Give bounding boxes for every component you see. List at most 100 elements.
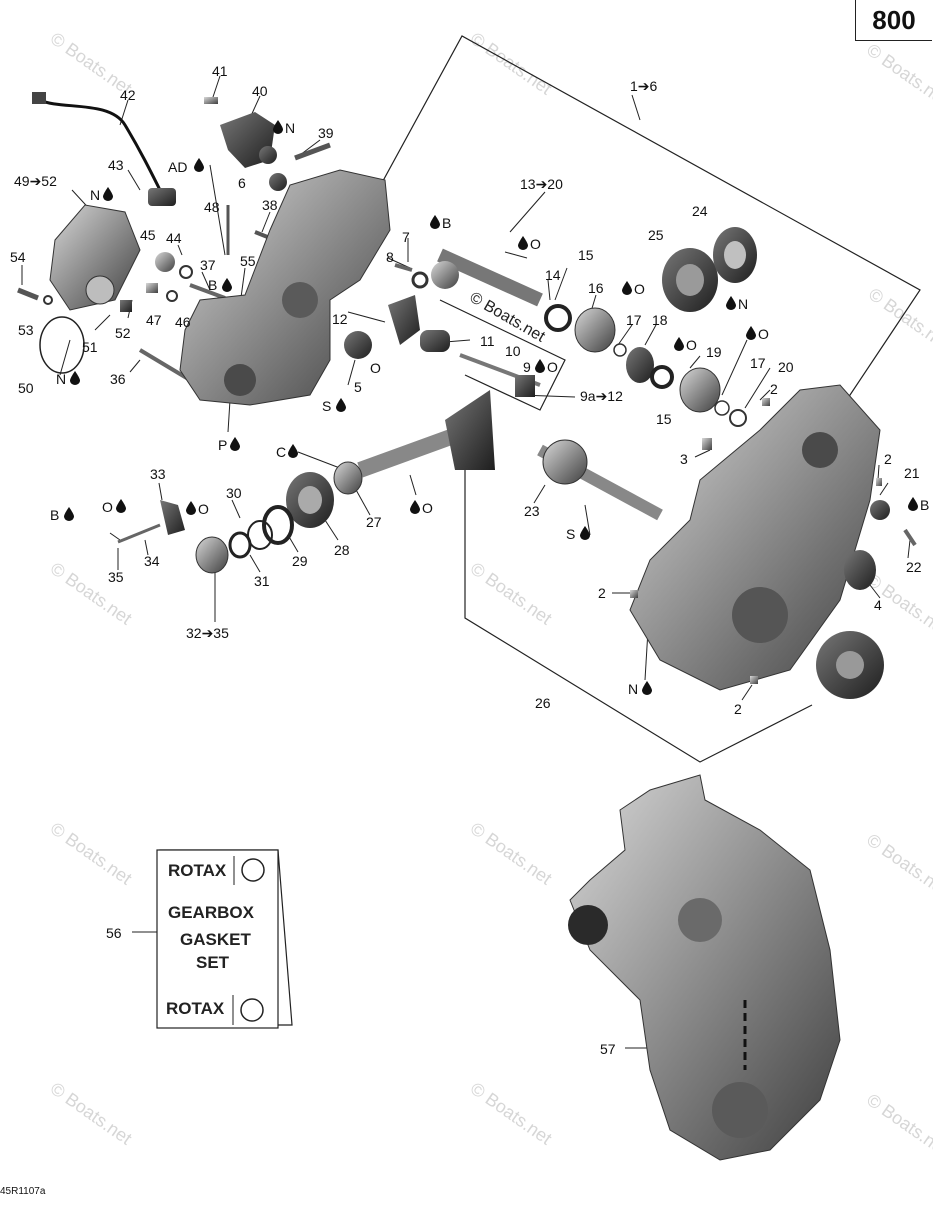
- callout: 53: [18, 322, 34, 338]
- callout: 54: [10, 249, 26, 265]
- watermark: © Boats.net: [865, 284, 933, 354]
- gasket-title-2: GASKET: [180, 930, 251, 949]
- shift-actuator: [49, 204, 141, 311]
- assembly-outline: [377, 35, 921, 763]
- callout: 29: [292, 553, 308, 569]
- callout: 23: [524, 503, 540, 519]
- callout: 26: [535, 695, 551, 711]
- watermark: © Boats.net: [863, 830, 933, 900]
- watermark: © Boats.net: [467, 558, 556, 628]
- callout: 19: [706, 344, 722, 360]
- callout: O: [198, 501, 209, 517]
- callout: 4: [874, 597, 882, 613]
- callout: 36: [110, 371, 126, 387]
- callout: B: [208, 277, 217, 293]
- callout: O: [530, 236, 541, 252]
- callout: 51: [82, 339, 98, 355]
- callout: B: [50, 507, 59, 523]
- callout: 55: [240, 253, 256, 269]
- speed-sensor: [148, 188, 176, 206]
- callout: S: [322, 398, 331, 414]
- callout: 38: [262, 197, 278, 213]
- wire-harness: [39, 98, 162, 191]
- callout: 1➔6: [630, 78, 658, 94]
- o-ring: [39, 316, 85, 374]
- callout: 40: [252, 83, 268, 99]
- gasket-set-box: ROTAX GEARBOX GASKET SET ROTAX: [156, 849, 293, 1029]
- callout: 21: [904, 465, 920, 481]
- watermark: © Boats.net: [47, 818, 136, 888]
- callout: 37: [200, 257, 216, 273]
- gasket-title-3: SET: [196, 953, 230, 972]
- callout: 47: [146, 312, 162, 328]
- bolt: [17, 287, 39, 301]
- callout: O: [422, 500, 433, 516]
- callout: 48: [204, 199, 220, 215]
- callout: 6: [238, 175, 246, 191]
- callout: 17: [750, 355, 766, 371]
- callout: N: [90, 187, 100, 203]
- parts: [17, 92, 917, 1161]
- callout: N: [738, 296, 748, 312]
- callout: O: [547, 359, 558, 375]
- callout: 31: [254, 573, 270, 589]
- watermark: © Boats.net: [47, 1078, 136, 1148]
- callout: 52: [115, 325, 131, 341]
- callout: 39: [318, 125, 334, 141]
- callout: 18: [652, 312, 668, 328]
- callout: 2: [884, 451, 892, 467]
- callout: 46: [175, 314, 191, 330]
- callout: 33: [150, 466, 166, 482]
- brand-rotax-bottom: ROTAX: [166, 999, 225, 1018]
- callout: 14: [545, 267, 561, 283]
- callout: O: [686, 337, 697, 353]
- callout: 50: [18, 380, 34, 396]
- watermark: © Boats.net: [863, 1090, 933, 1160]
- gasket-title-1: GEARBOX: [168, 903, 255, 922]
- callout: AD: [168, 159, 187, 175]
- callout: 43: [108, 157, 124, 173]
- callout: N: [628, 681, 638, 697]
- callout: N: [56, 371, 66, 387]
- watermark: © Boats.net: [467, 1078, 556, 1148]
- callout: C: [276, 444, 286, 460]
- callout: 28: [334, 542, 350, 558]
- callout-labels: 41 42 40 N 39 43 AD 6 49➔52 N 48 38 45 4…: [10, 63, 929, 1057]
- watermark: © Boats.net: [467, 818, 556, 888]
- callout: 2: [598, 585, 606, 601]
- connector: [32, 92, 46, 104]
- callout: O: [370, 360, 381, 376]
- callout: 15: [578, 247, 594, 263]
- page-number: 800: [855, 0, 932, 41]
- callout: 35: [108, 569, 124, 585]
- callout: 15: [656, 411, 672, 427]
- callout: 45: [140, 227, 156, 243]
- callout: 49➔52: [14, 173, 57, 189]
- callout: 24: [692, 203, 708, 219]
- bevel-gear: [445, 390, 495, 470]
- callout: 57: [600, 1041, 616, 1057]
- callout: P: [218, 437, 227, 453]
- callout: B: [920, 497, 929, 513]
- callout: 13➔20: [520, 176, 563, 192]
- figure-code: 45R1107a: [0, 1186, 46, 1197]
- callout: 34: [144, 553, 160, 569]
- callout: S: [566, 526, 575, 542]
- oil-seal: [259, 146, 277, 164]
- callout: 11: [480, 333, 495, 349]
- callout: 25: [648, 227, 664, 243]
- callout: 16: [588, 280, 604, 296]
- callout: 17: [626, 312, 642, 328]
- brand-rotax-top: ROTAX: [168, 861, 227, 880]
- watermark: © Boats.net: [863, 40, 933, 110]
- callout: 27: [366, 514, 382, 530]
- assembled-gearbox: [569, 774, 841, 1161]
- callout: 22: [906, 559, 922, 575]
- bolt: [204, 97, 218, 104]
- callout: 9: [523, 359, 531, 375]
- callout: N: [285, 120, 295, 136]
- callout: 8: [386, 249, 394, 265]
- oil-seal: [269, 173, 287, 191]
- callout: 42: [120, 87, 136, 103]
- left-housing-half: [179, 169, 391, 406]
